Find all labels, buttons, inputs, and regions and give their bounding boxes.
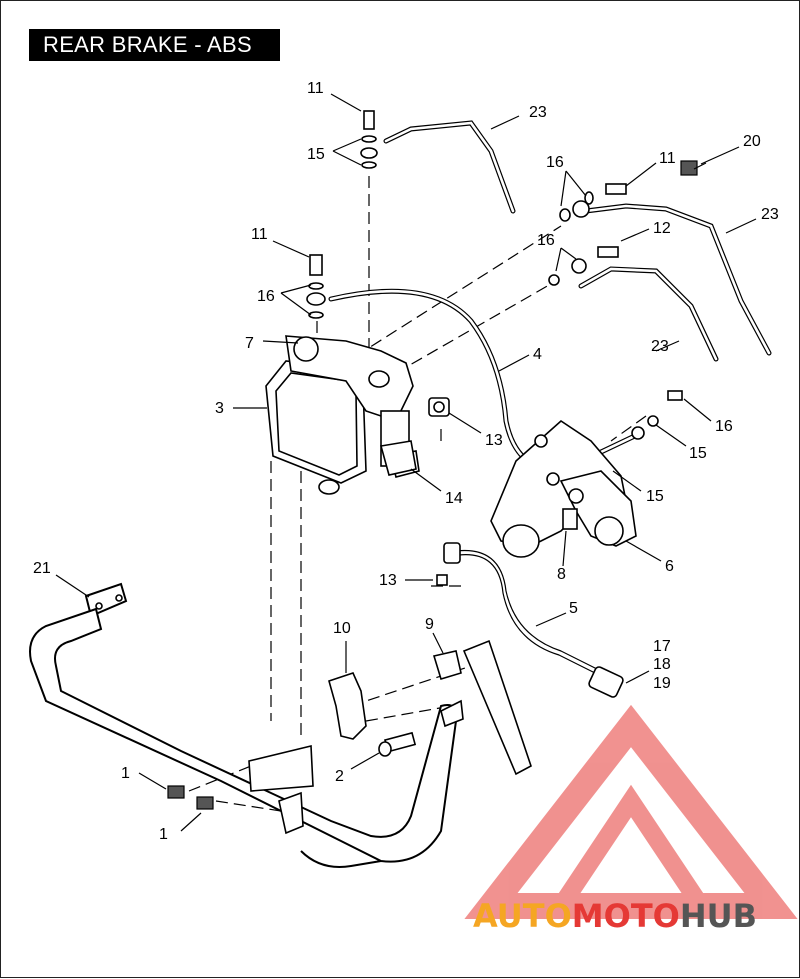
leader-lines (55, 93, 757, 832)
callout-1-lower: 1 (159, 826, 168, 843)
callout-13-upper: 13 (485, 432, 503, 449)
callout-9: 9 (425, 616, 434, 633)
callout-19: 19 (653, 675, 671, 692)
bolt-1-upper (167, 785, 185, 799)
callout-15-right-lower: 15 (646, 488, 664, 505)
clip-13-upper (428, 397, 450, 417)
brake-hose-right-lower-23 (578, 266, 719, 362)
callout-11-right: 11 (659, 150, 676, 167)
callout-1-upper: 1 (121, 765, 130, 782)
watermark-text-auto: AUTO (473, 897, 572, 935)
bleeder-valve-20 (680, 160, 707, 176)
bracket-10 (328, 672, 367, 740)
callout-7: 7 (245, 335, 254, 352)
frame-tube (462, 639, 532, 776)
callout-23-right-lower: 23 (651, 338, 669, 355)
abs-bracket-14 (379, 440, 417, 476)
callout-13-lower: 13 (379, 572, 397, 589)
callout-16-lower-right: 16 (715, 418, 733, 435)
abs-module-3 (265, 335, 420, 495)
watermark-text: AUTOMOTOHUB (473, 897, 757, 935)
diagram-title: REAR BRAKE - ABS (29, 29, 280, 61)
bolt-13-lower (436, 574, 448, 586)
sensor-wire-5 (455, 549, 602, 676)
callout-labels: 11 15 23 16 11 20 23 16 12 11 16 7 23 4 … (33, 80, 779, 843)
callout-15-top: 15 (307, 146, 325, 163)
wheel-speed-sensor (443, 542, 461, 564)
watermark-logo (464, 704, 798, 919)
brake-hose-right-upper-23 (583, 203, 772, 356)
brake-hose-top-23 (383, 120, 516, 214)
banjo-bolt-12 (548, 246, 619, 286)
callout-11-top: 11 (307, 80, 324, 97)
callout-23-top: 23 (529, 104, 547, 121)
callout-16-middle-right: 16 (537, 232, 555, 249)
watermark-text-hub: HUB (680, 897, 757, 935)
callout-4: 4 (533, 346, 542, 363)
banjo-bolt-right-11 (559, 183, 627, 222)
bleeder-8 (562, 508, 578, 530)
callout-12: 12 (653, 220, 671, 237)
callout-3: 3 (215, 400, 224, 417)
callout-16-upper-right: 16 (546, 154, 564, 171)
caliper-mount-bracket (490, 419, 628, 558)
callout-8: 8 (557, 566, 566, 583)
callout-14: 14 (445, 490, 463, 507)
callout-5: 5 (569, 600, 578, 617)
watermark-text-moto: MOTO (572, 897, 680, 935)
caliper-6 (546, 470, 637, 547)
callout-18: 18 (653, 656, 671, 673)
callout-11-left: 11 (251, 226, 268, 243)
bolt-1-lower (196, 796, 214, 810)
screw-2 (378, 731, 417, 757)
callout-6: 6 (665, 558, 674, 575)
callout-20: 20 (743, 133, 761, 150)
callout-2: 2 (335, 768, 344, 785)
banjo-bolt-top-11 (360, 110, 378, 169)
assembly-lines (188, 176, 647, 812)
callout-23-right-upper: 23 (761, 206, 779, 223)
bolt-16-right (631, 390, 683, 440)
callout-10: 10 (333, 620, 351, 637)
mounting-bar-21 (29, 582, 464, 868)
callout-15-right-upper: 15 (689, 445, 707, 462)
banjo-bolt-left-11 (306, 254, 326, 319)
clip-9 (432, 650, 462, 680)
sensor-connector (588, 666, 624, 698)
callout-21: 21 (33, 560, 51, 577)
callout-17: 17 (653, 638, 671, 655)
callout-16-left: 16 (257, 288, 275, 305)
